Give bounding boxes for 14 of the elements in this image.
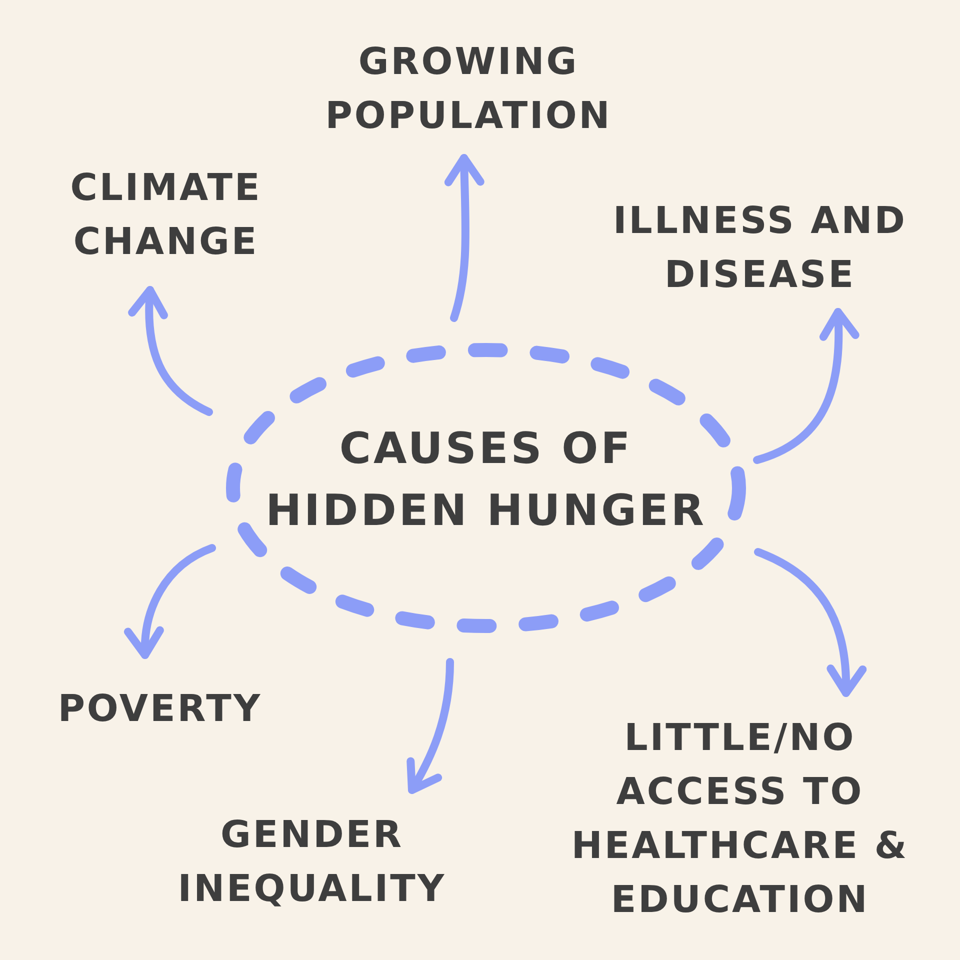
cause-label: GENDER INEQUALITY <box>170 808 454 916</box>
cause-label: GROWING POPULATION <box>316 35 621 143</box>
arrow <box>754 548 866 697</box>
arrow <box>125 544 216 659</box>
arrow <box>444 154 484 322</box>
cause-label: LITTLE/NO ACCESS TO HEALTHCARE & EDUCATION <box>560 711 920 927</box>
dashed-ellipse <box>225 342 747 634</box>
topic-label: CAUSES OF HIDDEN HUNGER <box>264 423 708 538</box>
arrow <box>753 308 859 464</box>
cause-label: POVERTY <box>49 682 271 736</box>
arrow <box>128 286 213 416</box>
cause-label: CLIMATE CHANGE <box>61 161 271 269</box>
arrow <box>406 658 454 794</box>
cause-label: ILLNESS AND DISEASE <box>604 194 916 302</box>
